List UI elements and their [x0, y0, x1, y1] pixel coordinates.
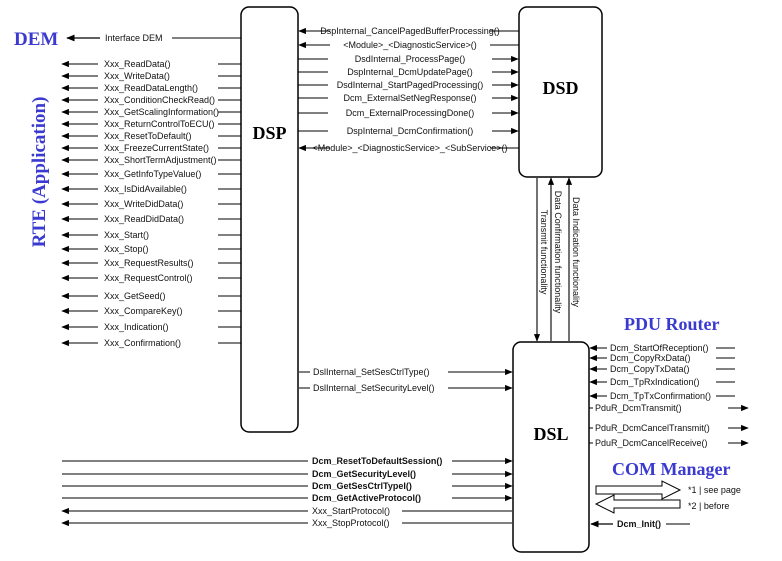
rte-function-label: Xxx_Indication(): [104, 322, 169, 332]
dsd-dsl-label: Data Confirmation functionality: [553, 191, 563, 314]
rte-function-label: Xxx_WriteData(): [104, 71, 170, 81]
dem-interface-label: Interface DEM: [105, 33, 163, 43]
dem-title: DEM: [14, 29, 58, 50]
pdu-function-label: PduR_DcmCancelReceive(): [595, 438, 708, 448]
com-init-label: Dcm_Init(): [617, 519, 661, 529]
rte-dsl-function-label: Dcm_GetActiveProtocol(): [312, 493, 421, 503]
rte-function-label: Xxx_ReturnControlToECU(): [104, 119, 215, 129]
dsd-box: [518, 6, 603, 178]
rte-function-label: Xxx_ConditionCheckRead(): [104, 95, 215, 105]
rte-dsl-function-label: Dcm_GetSecurityLevel(): [312, 469, 416, 479]
dsp-dsd-function-label: DsdInternal_ProcessPage(): [355, 54, 466, 64]
rte-dsl-function-label: Xxx_StartProtocol(): [312, 506, 390, 516]
dsl-label: DSL: [533, 424, 568, 444]
rte-function-label: Xxx_ReadDidData(): [104, 214, 184, 224]
pdu-function-label: Dcm_CopyTxData(): [610, 364, 690, 374]
dsp-dsd-function-label: <Module>_<DiagnosticService>_<SubService…: [312, 143, 507, 153]
pdu-router-title: PDU Router: [624, 314, 719, 334]
rte-function-label: Xxx_ShortTermAdjustment(): [104, 155, 217, 165]
rte-dsl-function-label: Dcm_ResetToDefaultSession(): [312, 456, 442, 466]
rte-interface-group: Xxx_ReadData() Xxx_WriteData() Xxx_ReadDat…: [61, 59, 241, 348]
dsd-label: DSD: [542, 78, 578, 98]
dsp-dsd-function-label: <Module>_<DiagnosticService>(): [343, 40, 477, 50]
rte-function-label: Xxx_Stop(): [104, 244, 149, 254]
dsd-dsl-label: Data Indication functionality: [571, 197, 581, 308]
dsp-dsl-function-label: DslInternal_SetSesCtrlType(): [313, 367, 430, 377]
legend: *1 | see page *2 | before: [594, 480, 741, 514]
rte-title: RTE (Application): [29, 97, 50, 248]
rte-function-label: Xxx_FreezeCurrentState(): [104, 143, 209, 153]
rte-function-label: Xxx_RequestControl(): [104, 273, 193, 283]
dsp-dsd-function-label: Dcm_ExternalSetNegResponse(): [343, 93, 476, 103]
dsp-label: DSP: [252, 123, 286, 143]
rte-dsl-interface-group: Dcm_ResetToDefaultSession() Dcm_GetSecuri…: [61, 456, 513, 528]
legend-item-1: *1 | see page: [688, 485, 741, 495]
pdu-function-label: Dcm_TpTxConfirmation(): [610, 391, 711, 401]
legend-double-arrow-2: [594, 494, 681, 514]
rte-function-label: Xxx_Confirmation(): [104, 338, 181, 348]
rte-function-label: Xxx_CompareKey(): [104, 306, 183, 316]
rte-dsl-function-label: Dcm_GetSesCtrlTypel(): [312, 481, 412, 491]
dsp-box: [240, 6, 299, 433]
dsp-dsd-function-label: DspInternal_DcmUpdatePage(): [347, 67, 473, 77]
dsd-dsl-interface-group: Transmit functionality Data Confirmation …: [533, 177, 581, 342]
rte-function-label: Xxx_GetInfoTypeValue(): [104, 169, 201, 179]
com-manager-title: COM Manager: [612, 459, 730, 479]
rte-function-label: Xxx_ResetToDefault(): [104, 131, 192, 141]
dsp-dsd-function-label: Dcm_ExternalProcessingDone(): [346, 108, 475, 118]
dsp-dsl-function-label: DslInternal_SetSecurityLevel(): [313, 383, 435, 393]
rte-function-label: Xxx_ReadDataLength(): [104, 83, 198, 93]
dsp-dsd-function-label: DsdInternal_StartPagedProcessing(): [337, 80, 484, 90]
rte-function-label: Xxx_GetSeed(): [104, 291, 166, 301]
rte-dsl-function-label: Xxx_StopProtocol(): [312, 518, 390, 528]
dsd-dsl-label: Transmit functionality: [539, 210, 549, 295]
dsp-dsd-interface-group: DspInternal_CancelPagedBufferProcessing(…: [298, 26, 519, 153]
dsp-dsl-interface-group: DslInternal_SetSesCtrlType() DslInternal_…: [299, 367, 513, 393]
dsl-box: [512, 341, 590, 553]
pdu-function-label: Dcm_TpRxIndication(): [610, 377, 700, 387]
rte-function-label: Xxx_WriteDidData(): [104, 199, 183, 209]
rte-function-label: Xxx_GetScalingInformation(): [104, 107, 219, 117]
legend-item-2: *2 | before: [688, 501, 729, 511]
rte-function-label: Xxx_ReadData(): [104, 59, 171, 69]
rte-function-label: Xxx_IsDidAvailable(): [104, 184, 187, 194]
dsp-dsd-function-label: DspInternal_CancelPagedBufferProcessing(…: [320, 26, 499, 36]
pdu-function-label: PduR_DcmCancelTransmit(): [595, 423, 710, 433]
pdu-function-label: Dcm_StartOfReception(): [610, 343, 709, 353]
dsp-dsd-function-label: DspInternal_DcmConfirmation(): [347, 126, 474, 136]
pdu-function-label: Dcm_CopyRxData(): [610, 353, 691, 363]
legend-double-arrow-1: [595, 480, 682, 500]
rte-function-label: Xxx_Start(): [104, 230, 149, 240]
rte-function-label: Xxx_RequestResults(): [104, 258, 194, 268]
pdu-function-label: PduR_DcmTransmit(): [595, 403, 682, 413]
pdu-router-interface-group: Dcm_StartOfReception()Dcm_CopyRxData()Dc…: [589, 343, 749, 448]
